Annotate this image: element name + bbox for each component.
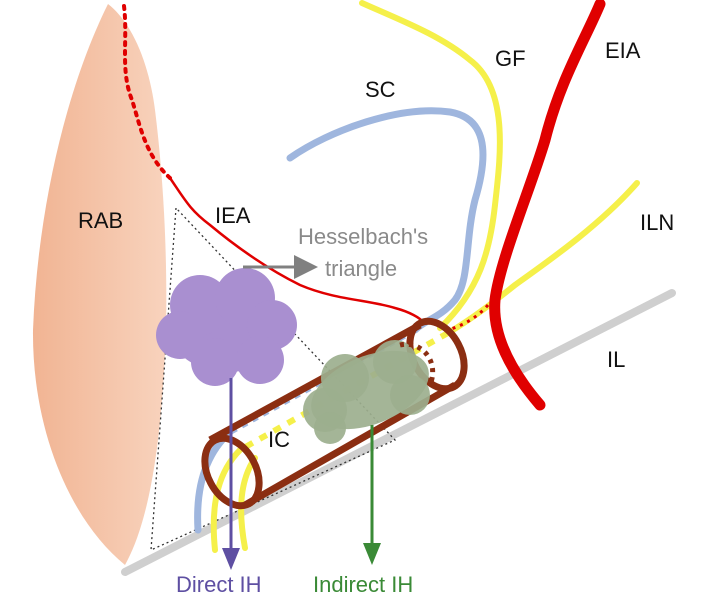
label-eia: EIA <box>605 38 641 63</box>
indirect-ih-arrow <box>363 425 381 565</box>
label-sc: SC <box>365 77 396 102</box>
label-hesselbach-line1: Hesselbach's <box>298 224 428 249</box>
spermatic-cord-blue <box>286 107 487 334</box>
direct-ih-arrow <box>222 378 240 570</box>
label-gf: GF <box>495 46 526 71</box>
deep-ring-dotted <box>399 341 436 386</box>
nerve-exit-right <box>238 455 258 551</box>
indirect-hernia-sac <box>303 340 430 444</box>
iea-solid-segment <box>168 177 424 323</box>
direct-hernia-sac <box>156 268 297 386</box>
external-iliac-artery <box>489 0 606 411</box>
iea-dotted-segment <box>122 4 172 180</box>
label-ic: IC <box>268 427 290 452</box>
label-hesselbach-line2: triangle <box>325 256 397 281</box>
label-rab: RAB <box>78 208 123 233</box>
label-il: IL <box>607 347 625 372</box>
ilioinguinal-nerve <box>445 180 640 336</box>
label-iea: IEA <box>215 203 251 228</box>
label-indirect-ih: Indirect IH <box>313 572 413 597</box>
genitofemoral-nerve <box>359 0 503 331</box>
label-direct-ih: Direct IH <box>176 572 262 597</box>
label-iln: ILN <box>640 210 674 235</box>
rectus-abdominis-shape <box>32 4 167 565</box>
